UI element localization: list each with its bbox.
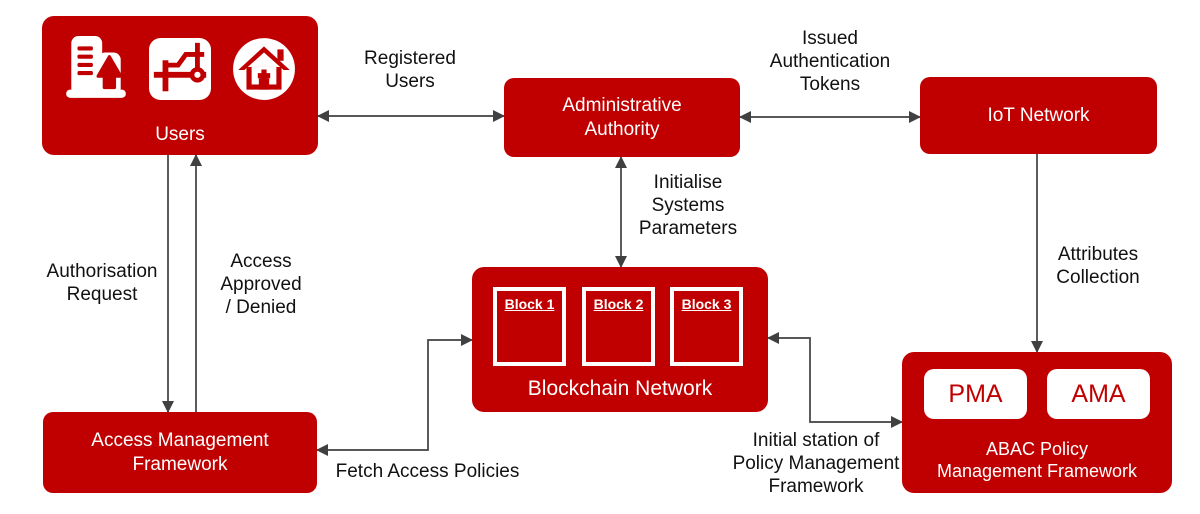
abac-module-row: PMA AMA xyxy=(902,369,1172,419)
initial-station-label: Initial station of Policy Management Fra… xyxy=(732,430,900,498)
users-icon-row xyxy=(42,34,318,104)
block-3-label: Block 3 xyxy=(681,296,732,312)
node-iot-network: IoT Network xyxy=(920,77,1157,154)
attributes-collection-label: Attributes Collection xyxy=(1056,244,1140,289)
pma-module: PMA xyxy=(924,369,1027,419)
node-abac-policy-management-framework: PMA AMA ABAC Policy Management Framework xyxy=(902,352,1172,493)
access-approved-denied-label: Access Approved / Denied xyxy=(220,251,302,319)
block-2-label: Block 2 xyxy=(593,296,644,312)
building-tree-icon xyxy=(63,34,129,104)
abac-label: ABAC Policy Management Framework xyxy=(936,439,1138,482)
home-plus-icon xyxy=(231,36,297,102)
node-users: Users xyxy=(42,16,318,155)
block-2: Block 2 xyxy=(582,287,655,366)
ama-label: AMA xyxy=(1071,379,1126,408)
route-icon xyxy=(149,38,211,100)
edge-fetch-policies xyxy=(316,334,473,456)
issued-authentication-tokens-label: Issued Authentication Tokens xyxy=(769,28,891,96)
registered-users-label: Registered Users xyxy=(364,48,456,93)
edge-initial-station xyxy=(767,332,903,428)
authorisation-request-label: Authorisation Request xyxy=(46,261,158,306)
node-blockchain-network: Block 1 Block 2 Block 3 Blockchain Netwo… xyxy=(472,267,768,412)
users-label: Users xyxy=(155,123,205,145)
ama-module: AMA xyxy=(1047,369,1150,419)
fetch-access-policies-label: Fetch Access Policies xyxy=(335,461,520,482)
iot-network-label: IoT Network xyxy=(987,104,1090,126)
node-administrative-authority: Administrative Authority xyxy=(504,78,740,157)
administrative-authority-label: Administrative Authority xyxy=(562,94,682,140)
access-management-framework-label: Access Management Framework xyxy=(91,429,269,475)
initialise-systems-parameters-label: Initialise Systems Parameters xyxy=(638,172,738,240)
blockchain-network-label: Blockchain Network xyxy=(527,377,713,401)
block-3: Block 3 xyxy=(670,287,743,366)
node-access-management-framework: Access Management Framework xyxy=(43,412,317,493)
pma-label: PMA xyxy=(948,379,1003,408)
block-1: Block 1 xyxy=(493,287,566,366)
block-1-label: Block 1 xyxy=(504,296,555,312)
